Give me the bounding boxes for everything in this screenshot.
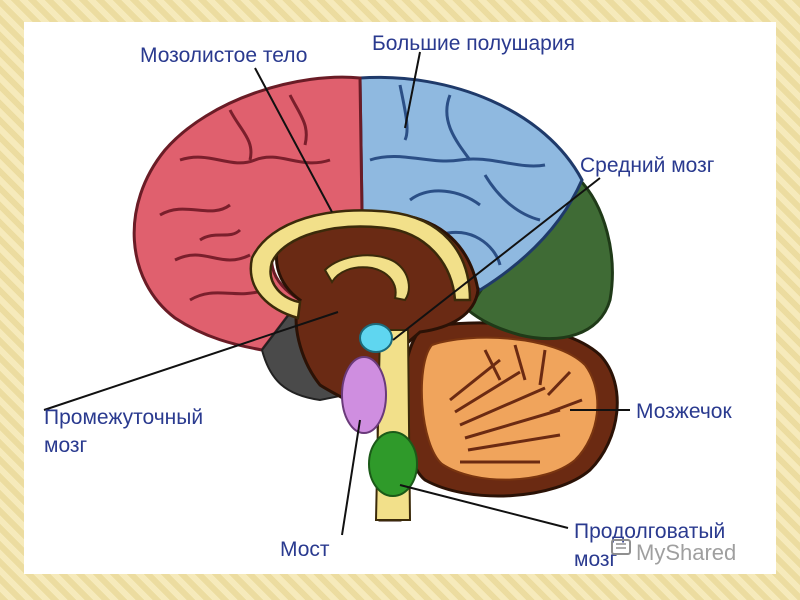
medulla-shape: [368, 431, 418, 497]
midbrain-shape: [359, 323, 393, 353]
watermark: MyShared: [611, 539, 736, 565]
label-corpus-callosum: Мозолистое тело: [140, 44, 307, 67]
label-diencephalon-1: Промежуточный: [44, 406, 203, 429]
label-midbrain: Средний мозг: [580, 154, 715, 177]
leader-lines: [43, 51, 630, 536]
occipital-lobe-shape: [466, 176, 614, 341]
pons-shape: [341, 356, 387, 434]
cerebellum-branches: [449, 344, 583, 464]
label-pons: Мост: [280, 538, 330, 561]
fornix-shape: [323, 254, 410, 302]
label-diencephalon-2: мозг: [44, 434, 88, 457]
cerebellum-inner-shape: [420, 336, 599, 481]
watermark-text: MyShared: [636, 540, 736, 565]
label-cerebellum: Мозжечок: [636, 400, 732, 423]
label-medulla-2: мозг: [574, 548, 618, 571]
corpus-callosum-shape: [249, 209, 472, 320]
label-medulla-1: Продолговатый: [574, 520, 725, 543]
label-hemispheres: Большие полушария: [372, 32, 575, 55]
